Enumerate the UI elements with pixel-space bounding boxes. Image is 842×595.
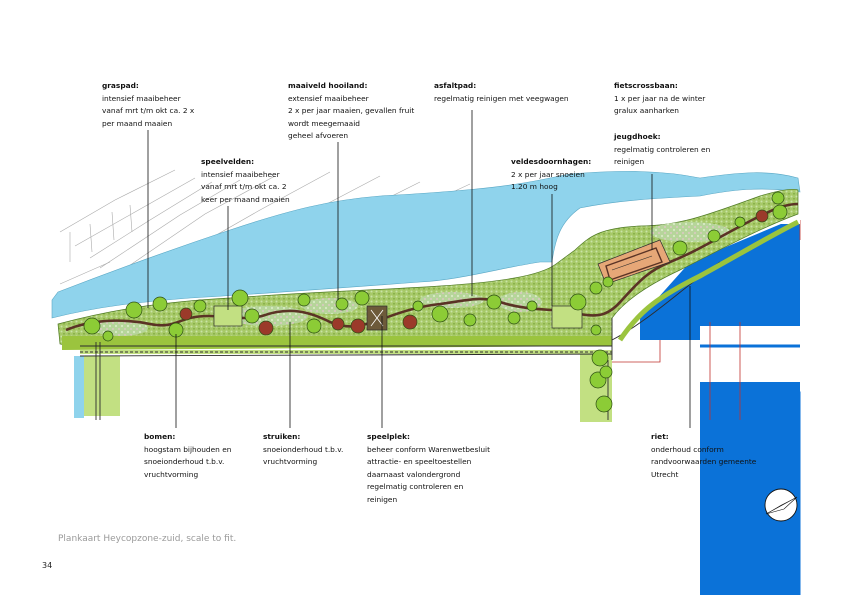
grass-lower-left <box>84 356 120 416</box>
label-speelvelden: speelvelden: intensief maaibeheer vanaf … <box>201 157 290 204</box>
quay <box>700 322 800 382</box>
label-jeugdhoek: jeugdhoek: regelmatig controleren en rei… <box>614 132 711 167</box>
label-struiken: struiken: snoeionderhoud t.b.v. vruchtvo… <box>263 432 344 467</box>
label-maaiveld-hooiland: maaiveld hooiland: extensief maaibeheer … <box>288 81 415 141</box>
label-asfaltpad: asfaltpad: regelmatig reinigen met veegw… <box>434 81 569 103</box>
harbour-water <box>640 216 800 595</box>
page-number: 34 <box>42 561 53 570</box>
north-arrow-icon <box>764 488 798 522</box>
canal-water <box>51 171 801 319</box>
play-field-2 <box>551 305 583 329</box>
bmx-track <box>597 239 671 285</box>
figure-caption: Plankaart Heycopzone-zuid, scale to fit. <box>58 534 237 544</box>
trees <box>83 191 788 413</box>
label-fietscrossbaan: fietscrossbaan: 1 x per jaar na de winte… <box>614 81 706 116</box>
label-graspad: graspad: intensief maaibeheer vanaf mrt … <box>102 81 195 128</box>
label-bomen: bomen: hoogstam bijhouden en snoeionderh… <box>144 432 232 479</box>
leader-lines <box>147 110 691 428</box>
label-veldesdoornhagen: veldesdoornhagen: 2 x per jaar snoeien 1… <box>511 157 592 192</box>
label-speelplek: speelplek: beheer conform Warenwetbeslui… <box>367 432 490 504</box>
label-title: graspad: <box>102 81 139 90</box>
label-riet: riet: onderhoud conform randvoorwaarden … <box>651 432 757 479</box>
grass-band <box>62 336 612 350</box>
